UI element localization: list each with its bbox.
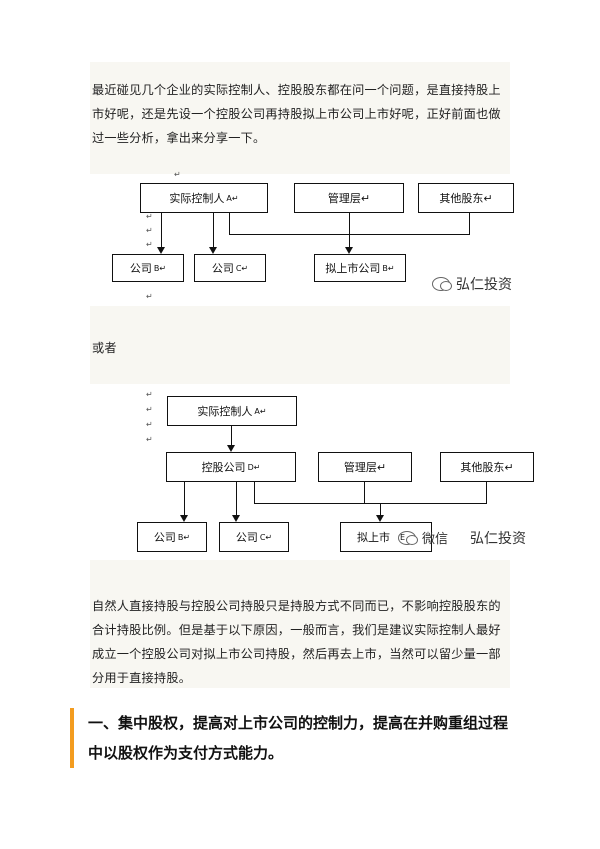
return-mark: ↵ (146, 390, 153, 399)
d1-line-to-b (161, 213, 162, 251)
d2-company-c-box: 公司 C↵ (219, 522, 289, 552)
d2-watermark-text: 弘仁投资 (470, 531, 526, 547)
d2-controller-tag: A↵ (254, 406, 267, 416)
d2-watermark: 弘仁投资 (470, 528, 526, 548)
d2-other-drop (486, 482, 487, 504)
d2-other-shareholders-box: 其他股东↵ (440, 452, 534, 482)
d2-line-to-ipo (380, 504, 381, 518)
intro-paragraph: 最近碰见几个企业的实际控制人、控股股东都在问一个问题，是直接持股上市好呢，还是先… (92, 83, 501, 145)
return-mark: ↵ (174, 170, 181, 179)
d1-management-box: 管理层↵ (294, 183, 404, 213)
intro-band (90, 62, 510, 174)
d2-ipo-company-label: 拟上市 (357, 531, 390, 544)
or-text: 或者 (92, 341, 117, 355)
d2-company-b-tag: B↵ (177, 532, 191, 542)
d2-arrow-to-b (180, 515, 188, 522)
d1-company-b-label: 公司 (129, 262, 152, 275)
d2-other-shareholders-label: 其他股东↵ (460, 461, 514, 474)
conclusion-band (90, 560, 510, 688)
d1-watermark: 弘仁投资 (432, 274, 512, 294)
return-mark: ↵ (146, 420, 153, 429)
d1-other-shareholders-label: 其他股东↵ (439, 192, 493, 205)
wechat-icon (398, 530, 418, 545)
d2-company-b-box: 公司 B↵ (137, 522, 207, 552)
d2-arrow-to-c (232, 515, 240, 522)
d1-company-c-box: 公司 C↵ (194, 254, 266, 282)
d1-controller-drop (229, 213, 230, 235)
d2-line-to-c (236, 482, 237, 518)
d2-watermark-wechat: 微信 (398, 528, 448, 547)
d2-company-c-label: 公司 (235, 531, 258, 544)
d1-management-label: 管理层↵ (327, 192, 371, 205)
d2-company-c-tag: C↵ (259, 532, 273, 542)
d1-management-drop (349, 213, 350, 235)
d2-holding-drop (254, 482, 255, 504)
or-band (90, 306, 510, 384)
d1-horizontal-bus (229, 234, 470, 235)
d1-line-to-c (213, 213, 214, 251)
d1-arrow-to-b (157, 247, 165, 254)
return-mark: ↵ (146, 292, 153, 301)
return-mark: ↵ (146, 240, 153, 249)
wechat-icon (432, 277, 452, 291)
return-mark: ↵ (146, 212, 153, 221)
d2-holding-label: 控股公司 (201, 461, 246, 474)
d1-company-b-box: 公司 B↵ (112, 254, 184, 282)
d1-watermark-text: 弘仁投资 (456, 277, 512, 293)
d2-holding-box: 控股公司 D↵ (166, 452, 296, 482)
return-mark: ↵ (146, 435, 153, 444)
d1-other-shareholders-box: 其他股东↵ (418, 183, 514, 213)
d2-company-b-label: 公司 (153, 531, 176, 544)
d2-watermark-wechat-text: 微信 (422, 532, 449, 547)
d1-other-drop (469, 213, 470, 235)
d1-arrow-to-ipo (345, 247, 353, 254)
return-mark: ↵ (146, 405, 153, 414)
d1-company-b-tag: B↵ (153, 263, 167, 273)
d2-management-label: 管理层↵ (343, 461, 387, 474)
conclusion-paragraph: 自然人直接持股与控股公司持股只是持股方式不同而已，不影响控股股东的合计持股比例。… (92, 599, 501, 685)
section-heading: 一、集中股权，提高对上市公司的控制力，提高在并购重组过程中以股权作为支付方式能力… (70, 708, 510, 768)
d2-arrow-to-holding (227, 445, 235, 452)
d1-controller-box: 实际控制人 A↵ (140, 183, 268, 213)
d2-controller-label: 实际控制人 (197, 405, 253, 418)
d1-controller-tag: A↵ (226, 193, 239, 203)
d1-ipo-company-tag: B↵ (382, 263, 395, 273)
d1-controller-label: 实际控制人 (169, 192, 225, 205)
d2-controller-box: 实际控制人 A↵ (167, 396, 297, 426)
d2-holding-tag: D↵ (247, 462, 261, 472)
d1-ipo-company-label: 拟上市公司 (325, 262, 381, 275)
d1-company-c-tag: C↵ (235, 263, 249, 273)
return-mark: ↵ (146, 226, 153, 235)
d1-arrow-to-c (209, 247, 217, 254)
d2-horizontal-bus (254, 503, 487, 504)
d2-line-to-holding (231, 426, 232, 446)
d2-management-drop (364, 482, 365, 504)
d1-company-c-label: 公司 (211, 262, 234, 275)
d2-line-to-b (184, 482, 185, 518)
d2-management-box: 管理层↵ (318, 452, 412, 482)
d1-ipo-company-box: 拟上市公司 B↵ (314, 254, 406, 282)
d1-line-to-ipo (349, 235, 350, 251)
d2-arrow-to-ipo (376, 515, 384, 522)
